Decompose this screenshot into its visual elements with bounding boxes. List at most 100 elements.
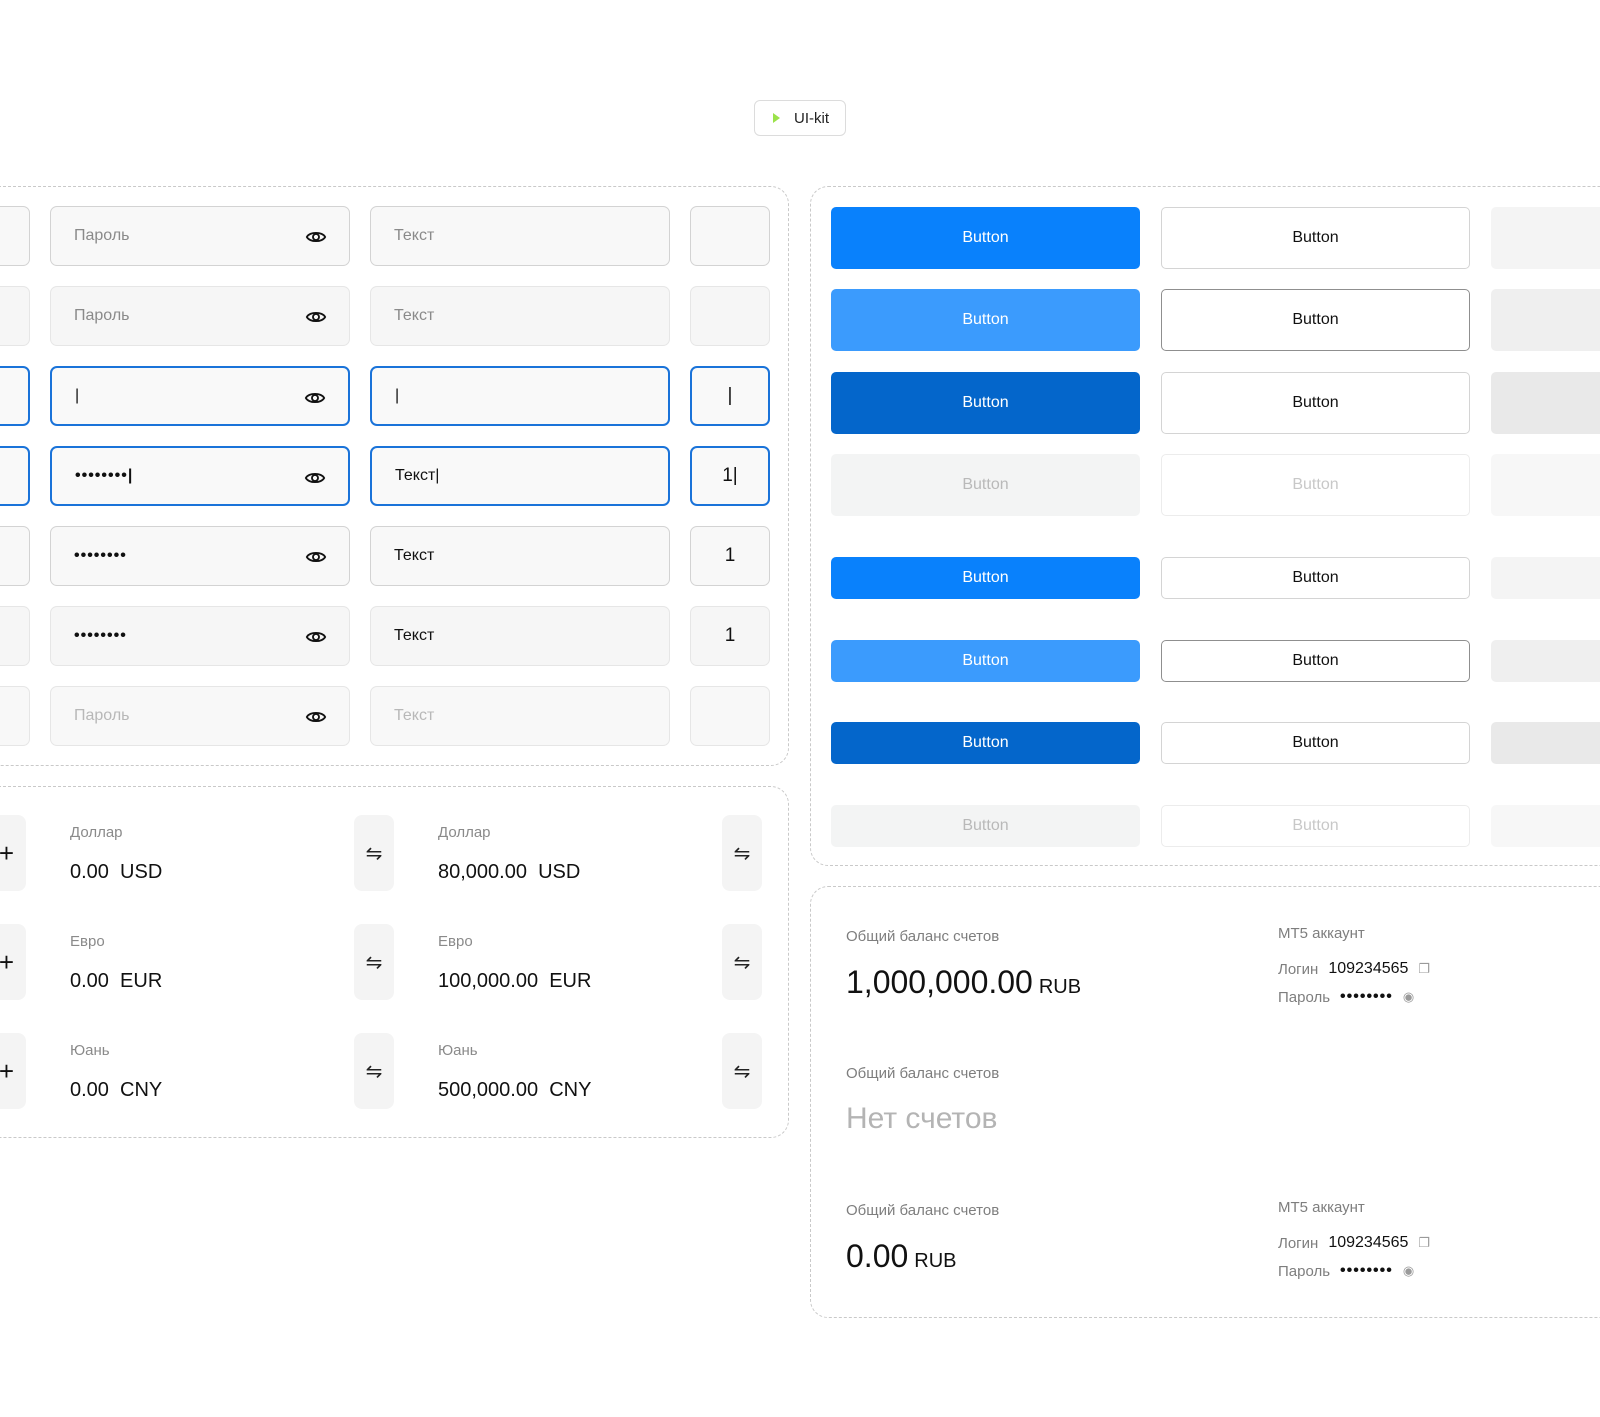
eye-icon[interactable]: [304, 467, 326, 489]
text-input[interactable]: Текст: [370, 606, 670, 666]
outline-button-small[interactable]: Button: [1161, 557, 1470, 599]
text-input[interactable]: Текст: [370, 286, 670, 346]
currency-balance: 0.00 CNY: [70, 1079, 163, 1101]
number-input[interactable]: 1: [690, 606, 770, 666]
text-placeholder: Текст: [394, 227, 435, 244]
currency-balance: 0.00 USD: [70, 861, 163, 883]
text-input[interactable]: Текст|: [370, 446, 670, 506]
eye-icon[interactable]: [305, 226, 327, 248]
add-button[interactable]: +: [0, 815, 26, 891]
mt5-title: MT5 аккаунт: [1278, 925, 1365, 942]
number-input-disabled: [690, 686, 770, 746]
copy-icon[interactable]: ❐: [1418, 1235, 1431, 1250]
input-stub[interactable]: [0, 286, 30, 346]
ghost-button[interactable]: [1491, 207, 1600, 269]
number-input[interactable]: |: [690, 366, 770, 426]
swap-icon: ⇋: [365, 1060, 383, 1083]
add-button[interactable]: +: [0, 924, 26, 1000]
outline-button-small-hover[interactable]: Button: [1161, 640, 1470, 682]
number-input[interactable]: [690, 286, 770, 346]
swap-icon: ⇋: [365, 951, 383, 974]
password-label: Пароль: [1278, 1262, 1331, 1280]
swap-button[interactable]: ⇋: [354, 815, 394, 891]
swap-button[interactable]: ⇋: [722, 1033, 762, 1109]
primary-button-small[interactable]: Button: [831, 557, 1140, 599]
password-value: ••••••••: [74, 627, 127, 644]
outline-button-pressed[interactable]: Button: [1161, 372, 1470, 434]
eye-icon[interactable]: [305, 306, 327, 328]
password-value: ••••••••|: [75, 467, 134, 484]
text-input[interactable]: Текст: [370, 206, 670, 266]
eye-icon: [305, 711, 327, 723]
ui-kit-label: UI-kit: [794, 109, 829, 127]
currency-name: Доллар: [70, 824, 123, 841]
primary-button-small-pressed[interactable]: Button: [831, 722, 1140, 764]
input-stub[interactable]: [0, 206, 30, 266]
ghost-button-small-hover[interactable]: [1491, 640, 1600, 682]
swap-button[interactable]: ⇋: [722, 815, 762, 891]
swap-button[interactable]: ⇋: [722, 924, 762, 1000]
primary-button-small-hover[interactable]: Button: [831, 640, 1140, 682]
password-input[interactable]: ••••••••|: [50, 446, 350, 506]
plus-icon: +: [0, 1055, 14, 1086]
swap-button[interactable]: ⇋: [354, 924, 394, 1000]
ghost-button-small[interactable]: [1491, 557, 1600, 599]
input-stub[interactable]: [0, 446, 30, 506]
swap-icon: ⇋: [733, 1060, 751, 1083]
ghost-button-pressed[interactable]: [1491, 372, 1600, 434]
primary-button-hover[interactable]: Button: [831, 289, 1140, 351]
password-input[interactable]: |: [50, 366, 350, 426]
text-input[interactable]: |: [370, 366, 670, 426]
password-input[interactable]: Пароль: [50, 286, 350, 346]
balance-currency: RUB: [1038, 976, 1082, 998]
login-value: 109234565: [1328, 960, 1409, 977]
ui-kit-tag[interactable]: UI-kit: [754, 100, 846, 136]
password-input[interactable]: Пароль: [50, 206, 350, 266]
play-icon: [773, 113, 780, 123]
primary-button-pressed[interactable]: Button: [831, 372, 1140, 434]
swap-button[interactable]: ⇋: [354, 1033, 394, 1109]
outline-button-small-pressed[interactable]: Button: [1161, 722, 1470, 764]
eye-icon[interactable]: [305, 546, 327, 568]
currency-balance: 500,000.00 CNY: [438, 1079, 592, 1101]
input-stub[interactable]: [0, 366, 30, 426]
outline-button-hover[interactable]: Button: [1161, 289, 1470, 351]
input-stub: [0, 686, 30, 746]
inputs-panel: [0, 186, 789, 766]
outline-button-disabled: Button: [1161, 454, 1470, 516]
text-placeholder: Текст: [394, 707, 435, 724]
number-input[interactable]: [690, 206, 770, 266]
eye-icon[interactable]: ◉: [1402, 989, 1415, 1004]
mt5-title: MT5 аккаунт: [1278, 1199, 1365, 1216]
balance-value: 0.00: [846, 1238, 909, 1274]
balance-panel: [810, 886, 1600, 1318]
plus-icon: +: [0, 837, 14, 868]
currency-balance: 80,000.00 USD: [438, 861, 581, 883]
text-placeholder: Текст: [394, 307, 435, 324]
currency-name: Евро: [70, 933, 105, 950]
eye-icon[interactable]: [305, 626, 327, 648]
login-value: 109234565: [1328, 1234, 1409, 1251]
input-stub[interactable]: [0, 606, 30, 666]
ghost-button-small-pressed[interactable]: [1491, 722, 1600, 764]
text-input[interactable]: Текст: [370, 526, 670, 586]
password-input[interactable]: ••••••••: [50, 606, 350, 666]
text-value: Текст|: [395, 467, 440, 484]
ghost-button-hover[interactable]: [1491, 289, 1600, 351]
outline-button[interactable]: Button: [1161, 207, 1470, 269]
mt5-password-row: Пароль •••••••• ◉: [1278, 1262, 1414, 1280]
primary-button[interactable]: Button: [831, 207, 1140, 269]
number-input[interactable]: 1: [690, 526, 770, 586]
password-input-disabled: Пароль: [50, 686, 350, 746]
password-input[interactable]: ••••••••: [50, 526, 350, 586]
eye-icon[interactable]: [304, 387, 326, 409]
add-button[interactable]: +: [0, 1033, 26, 1109]
input-cursor: |: [395, 387, 400, 404]
number-input[interactable]: 1|: [690, 446, 770, 506]
eye-icon[interactable]: ◉: [1402, 1263, 1415, 1278]
input-stub[interactable]: [0, 526, 30, 586]
currency-balance: 0.00 EUR: [70, 970, 163, 992]
copy-icon[interactable]: ❐: [1418, 961, 1431, 976]
